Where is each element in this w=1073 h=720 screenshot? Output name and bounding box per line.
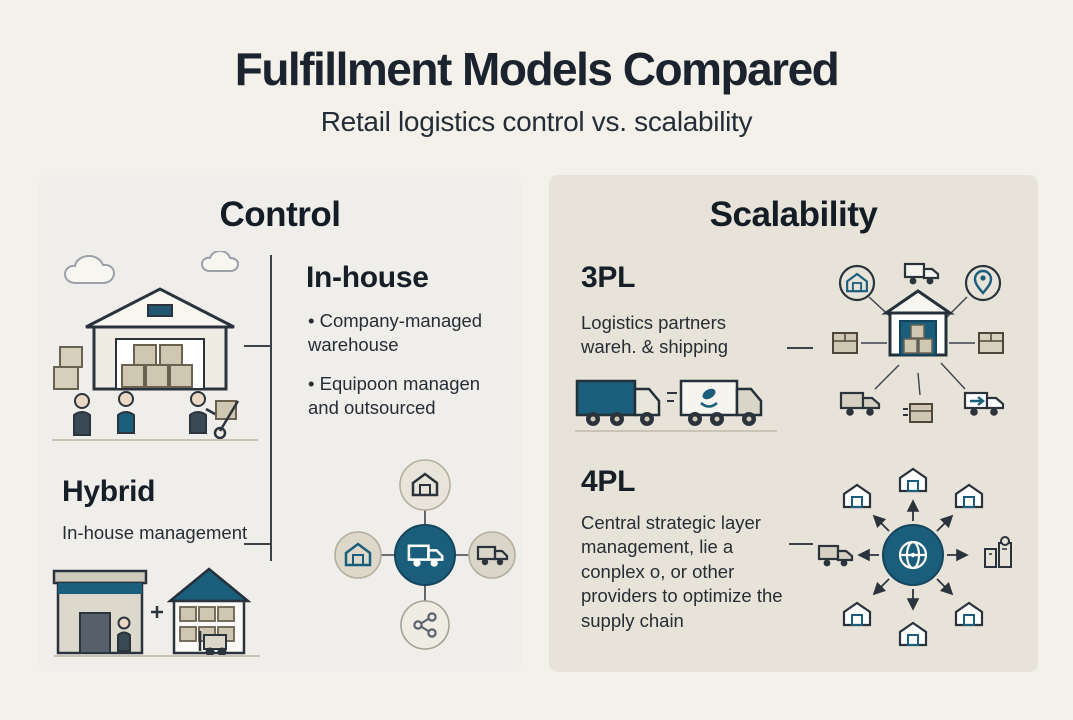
warehouse-icon bbox=[898, 467, 928, 493]
worker-icon bbox=[117, 391, 135, 434]
fourpl-heading: 4PL bbox=[581, 465, 636, 498]
warehouse-icon bbox=[52, 569, 148, 655]
fourpl-connector-line bbox=[789, 543, 813, 545]
city-building-icon bbox=[984, 536, 1012, 568]
forklift-icon bbox=[198, 631, 227, 657]
inhouse-bullet: • Company-managed warehouse bbox=[308, 310, 483, 356]
plus-icon bbox=[151, 606, 163, 618]
hybrid-heading: Hybrid bbox=[62, 475, 156, 508]
inhouse-warehouse-illustration bbox=[52, 251, 258, 441]
inhouse-bullet: • Equipoon managen and outsourced bbox=[308, 372, 481, 419]
warehouse-node-icon bbox=[399, 459, 451, 511]
threepl-heading: 3PL bbox=[581, 261, 636, 294]
threepl-connector-line bbox=[787, 347, 813, 349]
inhouse-network-diagram bbox=[334, 459, 516, 650]
box-icon bbox=[903, 403, 933, 423]
truck-icon bbox=[839, 391, 881, 416]
warehouse-icon bbox=[898, 621, 928, 647]
warehouse-node-icon bbox=[838, 264, 876, 302]
hybrid-description: In-house management bbox=[62, 522, 248, 543]
fourpl-description: Central strategic layer management, lie … bbox=[581, 512, 783, 631]
box-icon bbox=[978, 332, 1004, 354]
threepl-network-diagram bbox=[832, 262, 1005, 423]
speed-lines-icon bbox=[667, 392, 677, 402]
cloud-icon bbox=[63, 254, 116, 284]
scalability-heading: Scalability bbox=[709, 195, 878, 234]
truck-node-icon bbox=[468, 531, 516, 579]
warehouse-icon bbox=[842, 483, 872, 509]
warehouse-icon bbox=[85, 287, 235, 391]
warehouse-icon bbox=[954, 601, 984, 627]
control-divider-line bbox=[270, 255, 272, 561]
warehouse-hub-icon bbox=[881, 289, 955, 357]
truck-icon bbox=[903, 262, 940, 285]
truck-icon bbox=[817, 544, 854, 567]
truck-hub-icon bbox=[394, 524, 456, 586]
threepl-trucks-illustration bbox=[575, 379, 777, 432]
globe-network-icon bbox=[882, 524, 944, 586]
box-stack-icon bbox=[53, 346, 83, 390]
inhouse-bullets: • Company-managed warehouse • Equipoon m… bbox=[308, 309, 513, 435]
hand-leaf-icon bbox=[700, 388, 718, 408]
delivery-truck-icon bbox=[679, 379, 763, 426]
share-nodes-icon bbox=[400, 600, 450, 650]
hybrid-connector-line bbox=[244, 543, 270, 545]
page-title: Fulfillment Models Compared bbox=[234, 43, 840, 95]
worker-handtruck-icon bbox=[189, 391, 240, 440]
cloud-icon bbox=[200, 251, 240, 272]
control-panel: Control bbox=[38, 175, 522, 672]
warehouse-icon bbox=[954, 483, 984, 509]
control-heading: Control bbox=[219, 195, 341, 234]
arrow-right-icon bbox=[970, 396, 985, 406]
warehouse-node-icon bbox=[334, 531, 382, 579]
hybrid-buildings-illustration bbox=[52, 567, 260, 657]
inhouse-heading: In-house bbox=[306, 261, 429, 294]
truck-arrow-icon bbox=[963, 391, 1005, 416]
box-icon bbox=[832, 332, 858, 354]
location-pin-icon bbox=[964, 264, 1002, 302]
worker-icon bbox=[73, 393, 91, 436]
warehouse-connector-line bbox=[244, 345, 270, 347]
warehouse-icon bbox=[842, 601, 872, 627]
arrow-lines bbox=[857, 499, 969, 611]
page-subtitle: Retail logistics control vs. scalability bbox=[320, 106, 753, 137]
cargo-truck-icon bbox=[575, 379, 661, 426]
worker-icon bbox=[117, 616, 131, 652]
scalability-panel: Scalability 3PL Logistics partners wareh… bbox=[549, 175, 1038, 672]
threepl-description: Logistics partners wareh. & shipping bbox=[581, 312, 729, 358]
fourpl-network-diagram bbox=[817, 467, 1012, 647]
